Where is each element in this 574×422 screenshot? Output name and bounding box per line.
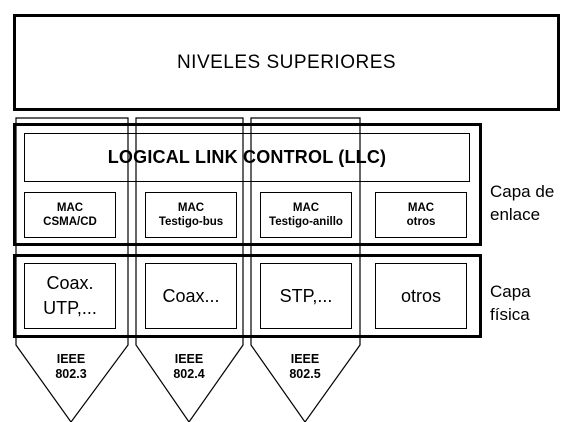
mac-type-label: Testigo-bus [158, 216, 224, 228]
llc-label: LOGICAL LINK CONTROL (LLC) [107, 147, 387, 167]
standard-label-802-3: IEEE 802.3 [41, 352, 101, 382]
physical-medium-label: STP,... [279, 285, 333, 306]
mac-label: MAC [56, 202, 84, 214]
standard-org: IEEE [290, 352, 320, 366]
funnel-ieee-802-4 [135, 117, 244, 422]
mac-type-label: CSMA/CD [43, 216, 97, 228]
mac-box-others: MAC otros [375, 192, 467, 238]
upper-layers-box: NIVELES SUPERIORES [13, 14, 560, 111]
standard-number: 802.4 [173, 367, 205, 381]
mac-type-label: otros [406, 216, 436, 228]
physical-box-stp: STP,... [260, 263, 352, 329]
upper-layers-label: NIVELES SUPERIORES [176, 51, 397, 73]
physical-medium-label: otros [400, 285, 442, 306]
standard-org: IEEE [56, 352, 86, 366]
standard-label-802-5: IEEE 802.5 [275, 352, 335, 382]
funnel-ieee-802-5 [250, 117, 361, 422]
mac-label: MAC [177, 202, 205, 214]
mac-label: MAC [407, 202, 435, 214]
physical-box-coax-utp: Coax. UTP,... [24, 263, 116, 329]
physical-medium-label: Coax. UTP,... [43, 273, 97, 318]
standard-label-802-4: IEEE 802.4 [159, 352, 219, 382]
mac-box-token-ring: MAC Testigo-anillo [260, 192, 352, 238]
data-link-layer-label: Capa de enlace [490, 182, 555, 224]
physical-box-coax: Coax... [145, 263, 237, 329]
physical-layer-box [13, 254, 482, 338]
physical-medium-label: Coax... [162, 285, 220, 306]
mac-type-label: Testigo-anillo [269, 216, 343, 228]
physical-layer-label: Capa física [490, 282, 531, 324]
mac-box-token-bus: MAC Testigo-bus [145, 192, 237, 238]
standard-number: 802.5 [289, 367, 321, 381]
funnel-ieee-802-3 [15, 117, 129, 422]
physical-box-others: otros [375, 263, 467, 329]
standard-org: IEEE [174, 352, 204, 366]
mac-label: MAC [292, 202, 320, 214]
mac-box-csma-cd: MAC CSMA/CD [24, 192, 116, 238]
llc-box: LOGICAL LINK CONTROL (LLC) [24, 133, 470, 182]
data-link-layer-box [13, 123, 482, 246]
standard-number: 802.3 [55, 367, 87, 381]
